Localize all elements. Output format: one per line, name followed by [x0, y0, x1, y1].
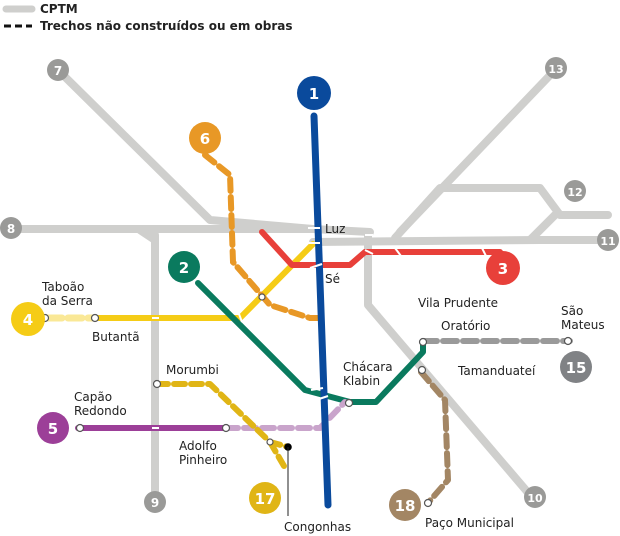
- svg-text:11: 11: [600, 235, 615, 248]
- svg-text:13: 13: [548, 63, 563, 76]
- svg-text:2: 2: [179, 259, 189, 277]
- label-capao-1: Capão: [74, 390, 112, 404]
- label-luz: Luz: [325, 222, 345, 236]
- label-oratorio: Oratório: [441, 319, 490, 333]
- station-tamanduatei[interactable]: [417, 365, 427, 375]
- badge-line-10[interactable]: 10: [524, 486, 546, 508]
- badge-line-2[interactable]: 2: [168, 251, 200, 283]
- badge-line-4[interactable]: 4: [11, 302, 45, 336]
- line-3: [259, 229, 503, 268]
- svg-text:5: 5: [48, 420, 58, 438]
- legend-cptm-label: CPTM: [40, 2, 78, 16]
- station-morumbi[interactable]: [152, 379, 162, 389]
- station-adolfo[interactable]: [221, 423, 231, 433]
- label-adolfo-1: Adolfo: [179, 439, 217, 453]
- badge-line-18[interactable]: 18: [389, 489, 421, 521]
- cptm-line-9-link: [136, 226, 159, 244]
- label-capao-2: Redondo: [74, 404, 127, 418]
- svg-text:6: 6: [200, 130, 210, 148]
- line-18: [418, 369, 451, 506]
- badge-line-3[interactable]: 3: [486, 251, 520, 285]
- badge-line-7[interactable]: 7: [47, 59, 69, 81]
- label-sao-mateus-1: São: [561, 304, 583, 318]
- label-adolfo-2: Pinheiro: [179, 453, 227, 467]
- label-vila-prudente: Vila Prudente: [418, 296, 498, 310]
- station-capao[interactable]: [75, 423, 85, 433]
- station-l6-a[interactable]: [258, 293, 266, 301]
- svg-text:12: 12: [567, 186, 582, 199]
- label-taboao-2: da Serra: [42, 294, 93, 308]
- label-se: Sé: [325, 272, 340, 286]
- label-taboao-1: Taboão: [41, 280, 84, 294]
- legend: CPTM Trechos não construídos ou em obras: [2, 2, 293, 33]
- station-vila-prudente[interactable]: [418, 337, 428, 347]
- svg-text:9: 9: [151, 496, 159, 510]
- line-2: [195, 280, 426, 405]
- cptm-lines: [6, 66, 612, 504]
- cptm-line-10: [364, 228, 534, 499]
- label-butanta: Butantã: [92, 330, 140, 344]
- svg-text:8: 8: [7, 222, 15, 236]
- label-sao-mateus-2: Mateus: [561, 318, 605, 332]
- station-markers: [40, 293, 573, 508]
- svg-text:18: 18: [395, 497, 416, 515]
- station-paco[interactable]: [423, 498, 433, 508]
- badge-line-6[interactable]: 6: [189, 122, 221, 154]
- cptm-line-7: [54, 66, 317, 233]
- badge-line-15[interactable]: 15: [560, 351, 592, 383]
- svg-text:17: 17: [255, 490, 276, 508]
- svg-text:4: 4: [23, 311, 33, 329]
- label-congonhas: Congonhas: [284, 520, 351, 534]
- svg-text:7: 7: [54, 64, 62, 78]
- badge-line-1[interactable]: 1: [297, 76, 331, 110]
- label-paco: Paço Municipal: [425, 516, 514, 530]
- line-badges: 1 2 3 4 5 6 7 8 9 10 11 12 13 15 17 18: [0, 57, 619, 521]
- badge-line-5[interactable]: 5: [37, 412, 69, 444]
- station-butanta[interactable]: [90, 313, 100, 323]
- label-tamanduatei: Tamanduateí: [457, 364, 536, 378]
- svg-text:15: 15: [566, 359, 587, 377]
- svg-text:1: 1: [309, 85, 319, 103]
- label-morumbi: Morumbi: [166, 363, 219, 377]
- svg-text:3: 3: [498, 260, 508, 278]
- line-17-branch: [267, 439, 287, 469]
- interchange-ticks: [152, 227, 487, 429]
- svg-text:10: 10: [527, 492, 543, 505]
- badge-line-8[interactable]: 8: [0, 217, 22, 239]
- cptm-line-13: [396, 66, 559, 236]
- badge-line-9[interactable]: 9: [144, 491, 166, 513]
- legend-dashed-label: Trechos não construídos ou em obras: [40, 19, 293, 33]
- badge-line-12[interactable]: 12: [564, 180, 586, 202]
- badge-line-13[interactable]: 13: [545, 57, 567, 79]
- station-labels: Luz Sé Taboão da Serra Butantã Vila Prud…: [41, 222, 605, 534]
- label-chacara-2: Klabin: [343, 374, 380, 388]
- station-l17-a[interactable]: [266, 438, 274, 446]
- station-sao-mateus[interactable]: [563, 336, 573, 346]
- cptm-line-11: [309, 236, 612, 246]
- line-1: [310, 112, 332, 509]
- cptm-line-11b: [526, 211, 559, 244]
- station-chacara[interactable]: [344, 398, 354, 408]
- badge-line-11[interactable]: 11: [597, 229, 619, 251]
- line-17: [154, 381, 291, 450]
- line-6: [202, 152, 327, 321]
- label-chacara-1: Chácara: [343, 360, 393, 374]
- badge-line-17[interactable]: 17: [249, 482, 281, 514]
